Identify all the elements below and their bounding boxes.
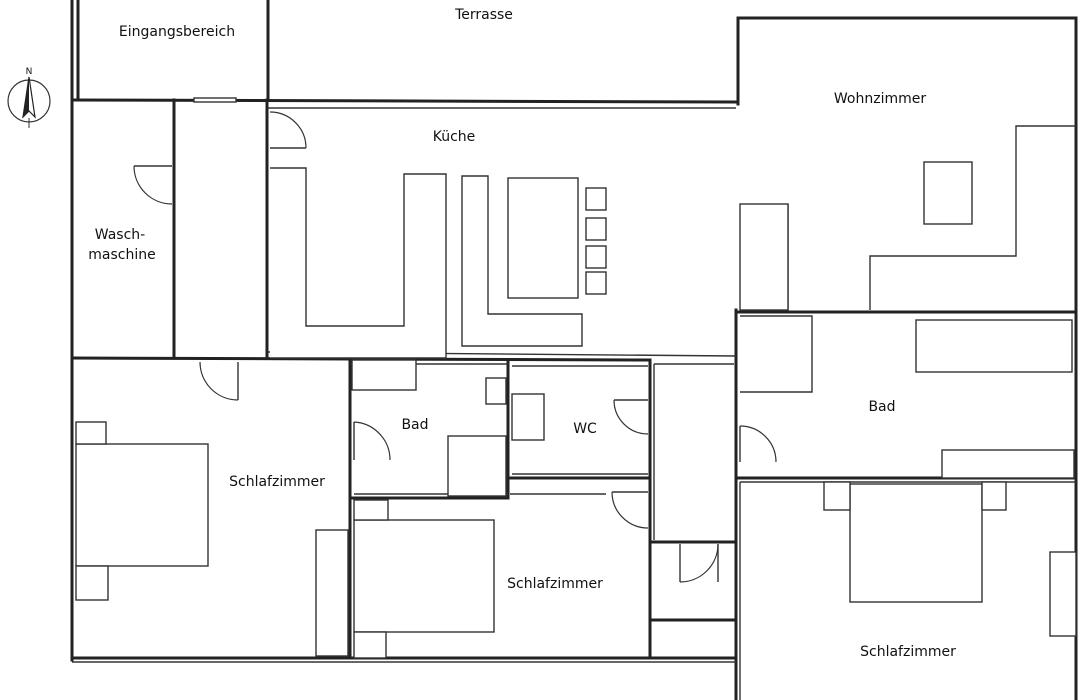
living-step-outline bbox=[869, 125, 1076, 310]
label-bedroom-right: Schlafzimmer bbox=[860, 644, 956, 660]
label-laundry-line2: maschine bbox=[88, 247, 155, 263]
label-bath-small: Bad bbox=[401, 417, 428, 433]
bath-right-vanity bbox=[941, 449, 1075, 479]
door-bedroom-left bbox=[199, 361, 239, 401]
living-cabinet bbox=[739, 203, 789, 311]
dining-chair-1 bbox=[585, 187, 607, 211]
door-bath-right bbox=[739, 425, 777, 463]
bedroom-left-bed bbox=[75, 443, 209, 567]
dining-chair-4 bbox=[585, 271, 607, 295]
bedroom-left-wardrobe bbox=[315, 529, 349, 657]
door-middle-bedroom bbox=[611, 491, 649, 529]
label-bedroom-middle: Schlafzimmer bbox=[507, 576, 603, 592]
bath-small-shower bbox=[447, 435, 507, 497]
bedroom-right-nightstand-left bbox=[823, 481, 851, 511]
bedroom-left-nightstand-top bbox=[75, 421, 107, 445]
bedroom-middle-nightstand-top bbox=[353, 499, 389, 521]
compass-north-label: N bbox=[26, 67, 33, 77]
room-labels: Eingangsbereich Terrasse Wohnzimmer Küch… bbox=[88, 7, 956, 660]
dining-chair-2 bbox=[585, 217, 607, 241]
walls bbox=[70, 0, 1078, 700]
bath-right-tub bbox=[915, 319, 1073, 373]
furniture bbox=[75, 97, 1077, 659]
dining-table bbox=[507, 177, 579, 299]
storage-top-bar bbox=[193, 97, 237, 103]
label-bath-right: Bad bbox=[868, 399, 895, 415]
compass-needle-fill bbox=[23, 77, 29, 117]
kitchen-counter-right bbox=[461, 175, 583, 347]
door-corridor-lower bbox=[679, 543, 719, 583]
wc-fixture bbox=[511, 393, 545, 441]
door-wc bbox=[613, 399, 649, 435]
label-entrance: Eingangsbereich bbox=[119, 24, 235, 40]
label-bedroom-left: Schlafzimmer bbox=[229, 474, 325, 490]
bedroom-right-wardrobe bbox=[1049, 551, 1077, 637]
bath-right-divider bbox=[740, 315, 813, 393]
bedroom-middle-bed bbox=[353, 519, 495, 633]
wall-row2-bottom bbox=[70, 356, 652, 362]
label-terrace: Terrasse bbox=[454, 7, 513, 23]
label-laundry-line1: Wasch- bbox=[95, 227, 145, 243]
living-coffee-table bbox=[923, 161, 973, 225]
door-kitchen bbox=[269, 111, 307, 149]
label-wc: WC bbox=[573, 421, 597, 437]
door-laundry bbox=[133, 165, 173, 205]
bedroom-right-nightstand-right bbox=[981, 481, 1007, 511]
bath-small-toilet bbox=[485, 377, 507, 405]
compass: N bbox=[7, 67, 51, 128]
label-kitchen: Küche bbox=[433, 129, 476, 145]
label-living: Wohnzimmer bbox=[834, 91, 926, 107]
bath-small-tub bbox=[351, 359, 417, 391]
door-bath-small bbox=[353, 421, 391, 461]
dining-chair-3 bbox=[585, 245, 607, 269]
bedroom-right-bed bbox=[849, 483, 983, 603]
wall-row1-bottom bbox=[70, 98, 738, 104]
kitchen-counter-left bbox=[270, 167, 447, 359]
doors bbox=[133, 111, 777, 583]
bedroom-middle-nightstand-bottom bbox=[353, 631, 387, 659]
bedroom-left-nightstand-bottom bbox=[75, 565, 109, 601]
